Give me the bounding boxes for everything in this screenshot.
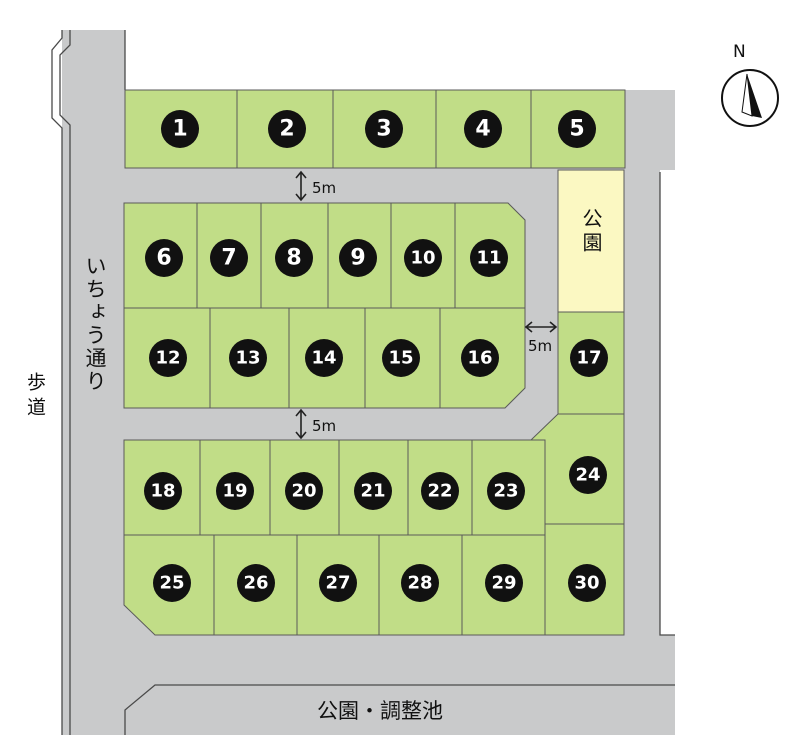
badge-23: 23 (487, 472, 525, 510)
badge-4-text: 4 (475, 117, 490, 142)
bottom-label: 公園・調整池 (317, 699, 443, 723)
badge-13: 13 (229, 339, 267, 377)
badge-28-text: 28 (407, 573, 432, 594)
badge-9: 9 (339, 239, 377, 277)
badge-9-text: 9 (350, 246, 365, 271)
north-compass: N (721, 42, 779, 127)
badge-17-text: 17 (576, 348, 601, 369)
badge-8: 8 (275, 239, 313, 277)
badge-22: 22 (421, 472, 459, 510)
road-edge-right (659, 172, 675, 636)
badge-7: 7 (210, 239, 248, 277)
badge-1: 1 (161, 110, 199, 148)
badge-17: 17 (570, 339, 608, 377)
compass-arrow-icon (747, 74, 762, 118)
badge-26: 26 (237, 564, 275, 602)
badge-11: 11 (470, 239, 508, 277)
badge-24-text: 24 (575, 465, 600, 486)
badge-5-text: 5 (569, 117, 584, 142)
road-width-right: 5m (528, 337, 552, 355)
badge-6: 6 (145, 239, 183, 277)
badge-16-text: 16 (467, 348, 492, 369)
badge-29-text: 29 (491, 573, 516, 594)
badge-26-text: 26 (243, 573, 268, 594)
badge-6-text: 6 (156, 246, 171, 271)
lot-number-badges: 1 2 3 4 5 6 7 8 9 10 11 12 13 14 15 16 1… (144, 110, 608, 602)
badge-2-text: 2 (279, 117, 294, 142)
badge-24: 24 (569, 456, 607, 494)
road-edge-left-inner (59, 30, 71, 735)
badge-10-text: 10 (410, 248, 435, 269)
dimension-right: 5m (524, 321, 558, 355)
badge-15: 15 (382, 339, 420, 377)
compass-label: N (733, 42, 746, 62)
dimension-top: 5m (295, 170, 336, 202)
badge-30-text: 30 (574, 573, 599, 594)
dimension-bottom: 5m (295, 408, 336, 440)
badge-25-text: 25 (159, 573, 184, 594)
road-edge-left (51, 30, 63, 735)
badge-4: 4 (464, 110, 502, 148)
badge-3: 3 (365, 110, 403, 148)
badge-27-text: 27 (325, 573, 350, 594)
badge-19: 19 (216, 472, 254, 510)
badge-23-text: 23 (493, 481, 518, 502)
street-label: いちょう通り (83, 255, 107, 393)
lot-8[interactable] (260, 202, 329, 309)
badge-14-text: 14 (311, 348, 336, 369)
road-width-bottom: 5m (312, 417, 336, 435)
badge-5: 5 (558, 110, 596, 148)
compass-arrow-outline-icon (741, 73, 753, 117)
badge-22-text: 22 (427, 481, 452, 502)
badge-12: 12 (149, 339, 187, 377)
badge-14: 14 (305, 339, 343, 377)
park-label: 公園 (579, 208, 603, 256)
badge-10: 10 (404, 239, 442, 277)
badge-8-text: 8 (286, 246, 301, 271)
badge-25: 25 (153, 564, 191, 602)
badge-19-text: 19 (222, 481, 247, 502)
badge-2: 2 (268, 110, 306, 148)
badge-18-text: 18 (150, 481, 175, 502)
badge-7-text: 7 (221, 246, 236, 271)
badge-1-text: 1 (172, 117, 187, 142)
badge-29: 29 (485, 564, 523, 602)
badge-20: 20 (285, 472, 323, 510)
badge-18: 18 (144, 472, 182, 510)
lot-7[interactable] (196, 202, 262, 309)
badge-13-text: 13 (235, 348, 260, 369)
badge-27: 27 (319, 564, 357, 602)
badge-12-text: 12 (155, 348, 180, 369)
badge-15-text: 15 (388, 348, 413, 369)
badge-30: 30 (568, 564, 606, 602)
badge-20-text: 20 (291, 481, 316, 502)
badge-21: 21 (354, 472, 392, 510)
badge-3-text: 3 (376, 117, 391, 142)
badge-16: 16 (461, 339, 499, 377)
sidewalk-label: 歩道 (24, 372, 46, 422)
badge-21-text: 21 (360, 481, 385, 502)
badge-28: 28 (401, 564, 439, 602)
road-edge-bottom (124, 684, 675, 735)
road-width-top: 5m (312, 179, 336, 197)
badge-11-text: 11 (476, 248, 501, 269)
